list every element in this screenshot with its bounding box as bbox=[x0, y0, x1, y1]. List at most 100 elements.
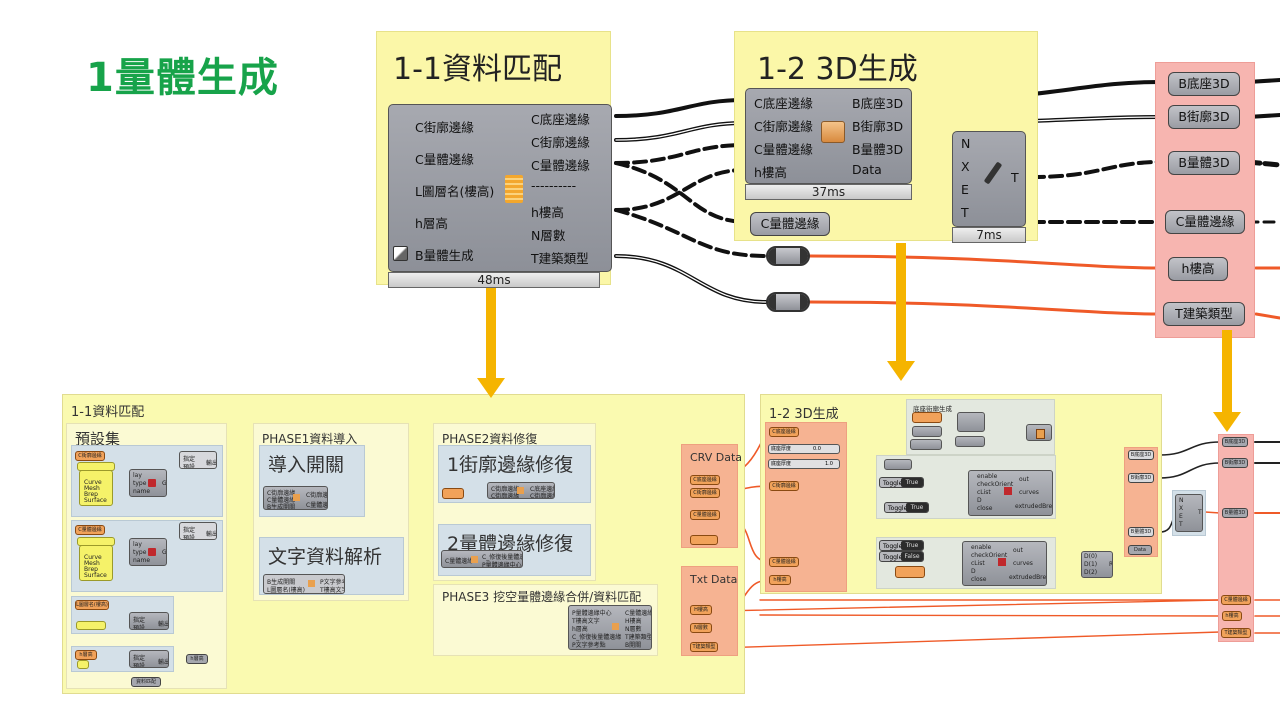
base-thickness-slider[interactable]: 底座厚度 1.0 bbox=[768, 459, 840, 469]
output-param[interactable]: B底座3D bbox=[1128, 450, 1154, 460]
port-label: C街廓邊緣 bbox=[306, 492, 328, 499]
output-param[interactable]: B底座3D bbox=[1222, 437, 1248, 447]
merge-component[interactable]: D(0) D(1) D(2) R bbox=[1081, 551, 1113, 578]
negate-component[interactable] bbox=[955, 436, 985, 447]
group-title: 文字資料解析 bbox=[268, 546, 383, 568]
panel[interactable] bbox=[76, 621, 106, 630]
toggle-checkbox-icon[interactable] bbox=[393, 246, 408, 261]
layer-component[interactable]: lay type name G bbox=[129, 538, 167, 566]
crv-param[interactable] bbox=[690, 535, 718, 545]
move-component[interactable] bbox=[957, 412, 985, 432]
relay-param[interactable]: C量體邊緣 bbox=[750, 212, 830, 236]
unit-z-component[interactable] bbox=[884, 459, 912, 470]
input-port-label: E bbox=[961, 182, 969, 197]
panel[interactable] bbox=[77, 660, 89, 669]
port-label: T樓高文字 bbox=[572, 618, 600, 625]
output-port-label: Data bbox=[852, 162, 882, 177]
group-title: Txt Data bbox=[690, 573, 738, 586]
output-param[interactable]: B量體3D bbox=[1128, 527, 1154, 537]
negate-component[interactable] bbox=[912, 426, 942, 437]
mass-repair-component[interactable]: C量體邊緣 C_修復後量體邊緣 P量體邊緣中心 bbox=[441, 550, 523, 568]
base-thickness-slider[interactable]: 底座厚度 0.0 bbox=[768, 444, 840, 454]
list-panel[interactable]: Curve Mesh Brep Surface bbox=[79, 545, 113, 581]
down-arrow-icon bbox=[477, 288, 505, 398]
extrude-script-component[interactable]: enable checkOrient cList D close out cur… bbox=[962, 541, 1047, 586]
output-param[interactable]: h樓高 bbox=[1168, 257, 1228, 281]
port-label: C_修復後量體邊緣 bbox=[572, 634, 622, 641]
extrude-component[interactable] bbox=[1026, 424, 1052, 441]
saw-icon bbox=[983, 161, 1003, 185]
relay-param[interactable]: 資料匹配 bbox=[131, 677, 161, 687]
tree-statistics-component[interactable]: N X E T T bbox=[1175, 494, 1203, 532]
txt-param[interactable]: T建築類型 bbox=[690, 642, 718, 652]
port-label: 指定 bbox=[133, 655, 146, 662]
output-param[interactable]: B量體3D bbox=[1168, 151, 1240, 175]
output-port-label: C底座邊緣 bbox=[531, 112, 590, 127]
boolean-toggle[interactable]: Toggle False bbox=[879, 551, 924, 562]
group-title: PHASE3 挖空量體邊緣合併/資料匹配 bbox=[442, 590, 642, 604]
txt-param[interactable]: N層數 bbox=[690, 623, 712, 633]
layer-component[interactable]: lay type name G bbox=[129, 469, 167, 497]
port-label: B生成開關 bbox=[267, 504, 296, 510]
switch-component[interactable]: 指定 預設 輸出 bbox=[129, 650, 169, 668]
param[interactable]: C量體邊緣 bbox=[75, 525, 105, 535]
output-param[interactable]: T建築類型 bbox=[1221, 628, 1251, 638]
street-repair-component[interactable]: C街廓邊緣 C街廓邊緣 C底座邊緣 C街廓邊緣 bbox=[487, 482, 555, 499]
output-param[interactable]: C量體邊緣 bbox=[1221, 595, 1251, 605]
param[interactable]: h層高 bbox=[75, 650, 97, 660]
output-param[interactable]: B底座3D bbox=[1168, 72, 1240, 96]
text-parse-component[interactable]: B生成開關 L圖層名(樓高) P文字參考點 T樓高文字 bbox=[263, 574, 345, 594]
input-param[interactable]: C街廓邊緣 bbox=[769, 481, 799, 491]
switch-component[interactable]: 指定 預設 輸出 bbox=[129, 612, 169, 630]
crv-param[interactable]: C底座邊緣 bbox=[690, 475, 720, 485]
import-switch-component[interactable]: C街廓邊緣 C量體邊緣 B生成開關 C街廓邊緣 C量體邊緣 bbox=[263, 486, 328, 510]
switch-component[interactable]: 指定 預設 輸出 bbox=[179, 522, 217, 540]
input-param[interactable]: C底座邊緣 bbox=[769, 427, 799, 437]
phase3-component[interactable]: P量體邊緣中心 T樓高文字 h層高 C_修復後量體邊緣 P文字參考點 C量體邊緣… bbox=[568, 605, 652, 650]
csharp-script-icon bbox=[998, 558, 1006, 566]
crv-param[interactable]: C量體邊緣 bbox=[690, 510, 720, 520]
switch-component[interactable]: 指定 預設 輸出 bbox=[179, 451, 217, 469]
port-label: P文字參考點 bbox=[320, 579, 344, 586]
boolean-toggle[interactable]: Toggle True bbox=[884, 502, 929, 513]
data-match-component[interactable]: C街廓邊緣 C量體邊緣 L圖層名(樓高) h層高 B量體生成 C底座邊緣 C街廓… bbox=[388, 104, 612, 272]
output-param[interactable]: B量體3D bbox=[1222, 508, 1248, 518]
output-param[interactable]: Data bbox=[1128, 545, 1152, 555]
boundary-component[interactable] bbox=[912, 412, 942, 423]
outputs-group bbox=[1124, 447, 1158, 557]
unit-z-component[interactable] bbox=[895, 566, 925, 578]
slider-value: 0.0 bbox=[813, 446, 821, 452]
extrude-script-component[interactable]: enable checkOrient cList D close out cur… bbox=[968, 470, 1053, 516]
port-label: D bbox=[971, 568, 976, 575]
port-label: C量體邊緣 bbox=[306, 502, 328, 509]
input-param[interactable]: h樓高 bbox=[769, 575, 791, 585]
output-param[interactable]: B街廓3D bbox=[1128, 473, 1154, 483]
3d-generation-component[interactable]: C底座邊緣 C街廓邊緣 C量體邊緣 h樓高 B底座3D B街廓3D B量體3D … bbox=[745, 88, 912, 184]
unit-z-component[interactable] bbox=[910, 439, 942, 450]
input-param[interactable]: C量體邊緣 bbox=[769, 557, 799, 567]
list-panel[interactable]: Curve Mesh Brep Surface bbox=[79, 470, 113, 506]
output-param[interactable]: h樓高 bbox=[1222, 611, 1242, 621]
extrude-icon bbox=[1036, 429, 1045, 439]
port-label: 指定 bbox=[183, 456, 196, 463]
output-param[interactable]: B街廓3D bbox=[1222, 458, 1248, 468]
txt-param[interactable]: H樓高 bbox=[690, 605, 712, 615]
port-label: C街廓邊緣 bbox=[491, 486, 520, 493]
relay-param[interactable]: h層高 bbox=[186, 654, 208, 664]
port-label: D(1) bbox=[1084, 561, 1098, 568]
tree-statistics-component[interactable]: N X E T T bbox=[952, 131, 1026, 227]
port-label: lay bbox=[133, 472, 142, 479]
param[interactable]: L圖層名(樓高) bbox=[75, 600, 109, 610]
boolean-toggle[interactable]: Toggle True bbox=[879, 477, 924, 488]
output-param[interactable]: T建築類型 bbox=[1163, 302, 1245, 326]
package-icon bbox=[293, 494, 300, 501]
output-param[interactable]: B街廓3D bbox=[1168, 105, 1240, 129]
relay-icon[interactable] bbox=[442, 488, 464, 499]
boolean-toggle[interactable]: Toggle True bbox=[879, 540, 924, 551]
crv-param[interactable]: C街廓邊緣 bbox=[690, 488, 720, 498]
data-dam-capsule[interactable] bbox=[766, 246, 810, 266]
param[interactable]: C街廓邊緣 bbox=[75, 451, 105, 461]
data-dam-capsule[interactable] bbox=[766, 292, 810, 312]
port-label: T bbox=[1198, 509, 1202, 516]
output-param[interactable]: C量體邊緣 bbox=[1165, 210, 1245, 234]
